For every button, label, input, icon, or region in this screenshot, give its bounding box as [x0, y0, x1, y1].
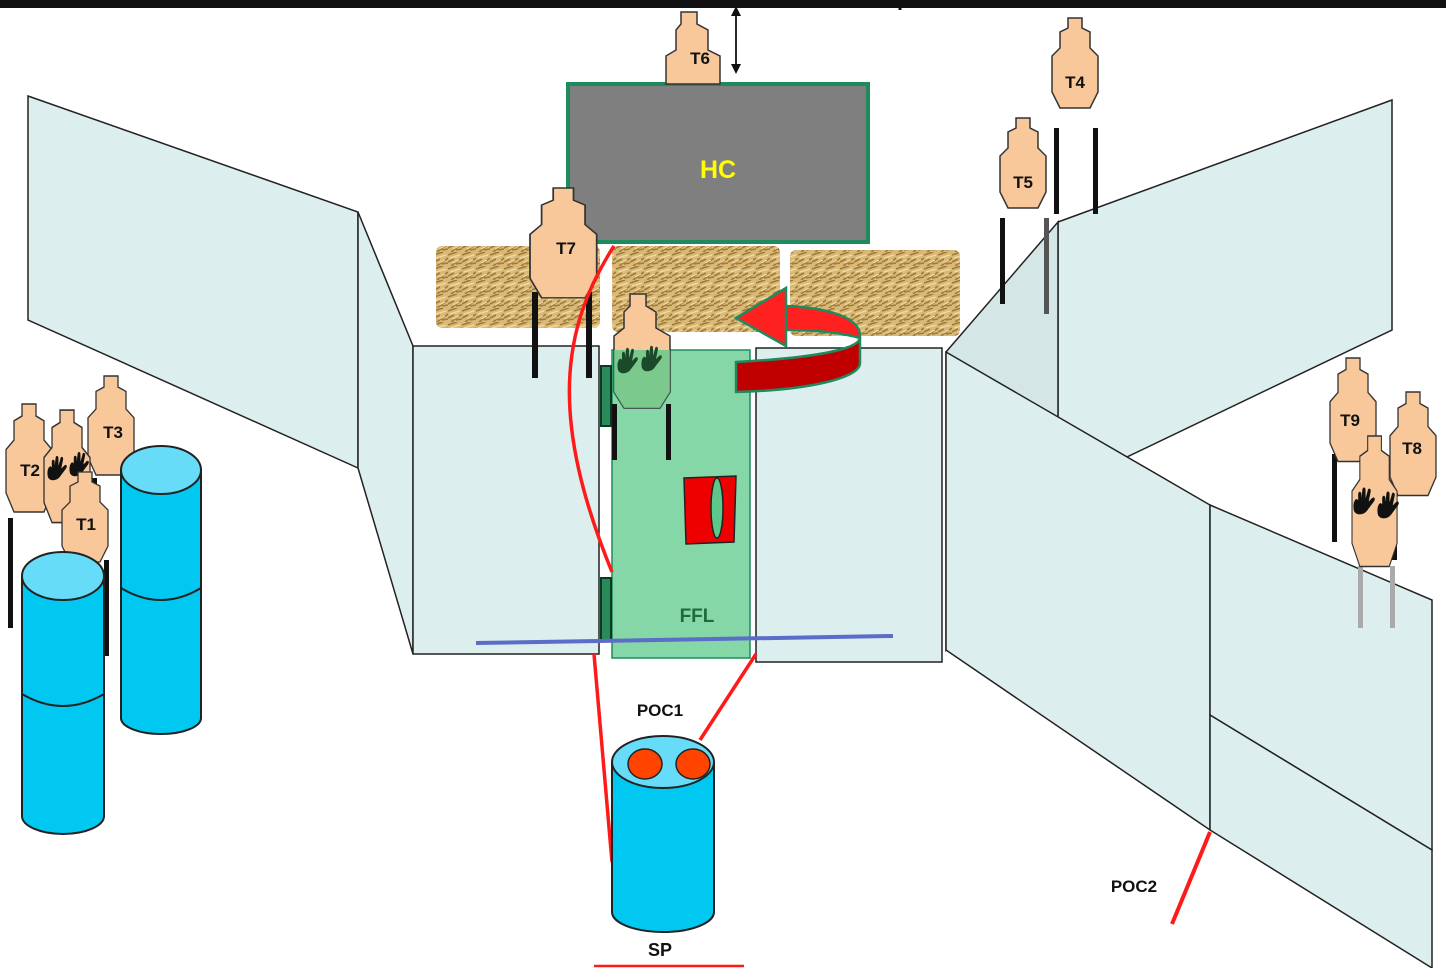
poc1-spot-left: [627, 748, 663, 780]
door-hinge-upper: [600, 365, 612, 427]
target-label-t1: T1: [76, 515, 96, 534]
target-label-t6: T6: [690, 49, 710, 68]
wall-left-far: [27, 94, 359, 470]
poc2-line: [1170, 831, 1212, 925]
door-hinge-lower: [600, 577, 612, 641]
wall-right-diagonal-3: [1209, 713, 1433, 968]
wall-center-right: [755, 347, 943, 663]
no-shoot-target-right: [1351, 435, 1399, 628]
target-t2: T2: [5, 403, 53, 628]
target-label-t2: T2: [20, 461, 40, 480]
hard-cover: [566, 82, 870, 244]
target-label-t3: T3: [103, 423, 123, 442]
popper-target-in-door: [683, 475, 737, 545]
wall-left-angled: [357, 211, 414, 655]
t6-movement-arrow: [731, 6, 741, 74]
target-label-t9: T9: [1340, 411, 1360, 430]
poc2-label: POC2: [1111, 877, 1157, 896]
target-t5: T5: [999, 117, 1049, 314]
barrel-stack-left-front: [21, 551, 105, 835]
target-label-t5: T5: [1013, 173, 1033, 192]
movement-curved-arrow: [733, 285, 862, 394]
fault-line: [475, 634, 894, 645]
red-line-left-to-barrel: [592, 653, 614, 863]
target-label-t4: T4: [1065, 73, 1085, 92]
target-t7: T7: [529, 187, 598, 378]
target-label-t8: T8: [1402, 439, 1422, 458]
red-line-door-left: [567, 245, 616, 573]
hard-cover-label: HC: [700, 156, 736, 184]
target-t6: T6: [665, 11, 721, 85]
poc1-spot-right: [675, 748, 711, 780]
start-position-barrel: [611, 735, 715, 933]
barrel-stack-left-back: [120, 445, 202, 735]
ffl-label: FFL: [680, 606, 715, 627]
top-border-bar: [0, 0, 1446, 8]
target-t4: T4: [1051, 17, 1099, 214]
red-line-right-to-barrel: [698, 653, 758, 741]
poc1-label: POC1: [637, 701, 683, 720]
target-label-t7: T7: [556, 239, 576, 258]
target-t1: T1: [61, 471, 109, 656]
sp-label: SP: [648, 940, 672, 960]
no-shoot-target-door: [612, 293, 671, 460]
